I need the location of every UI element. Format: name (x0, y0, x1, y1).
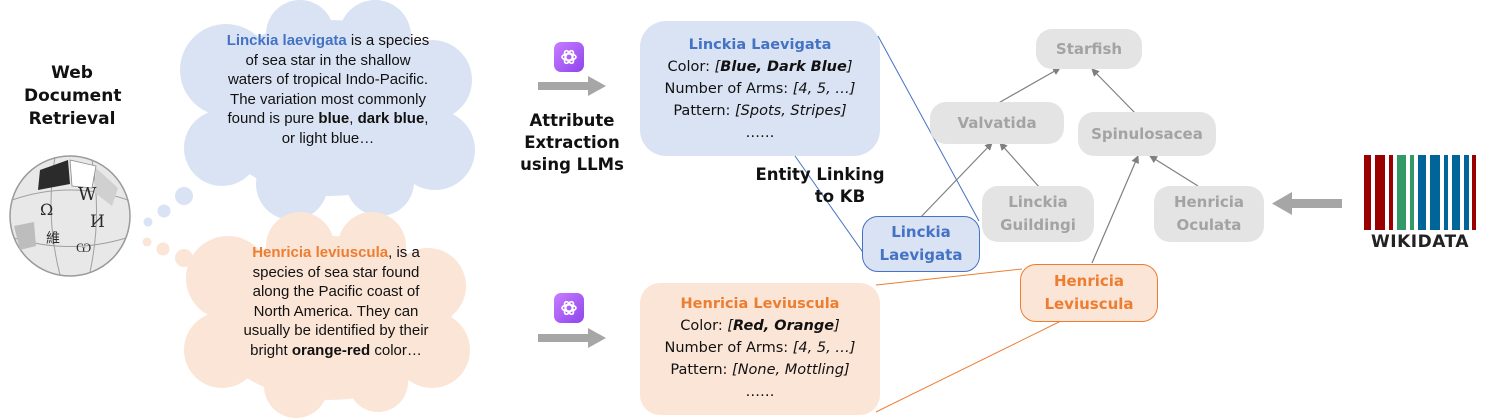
wikipedia-globe (9, 155, 131, 277)
card-blue-bg (640, 21, 880, 156)
web-document-retrieval-label: Web Document Retrieval (24, 63, 122, 129)
wiki-glyph-i: И (90, 212, 105, 232)
cloud-orange (142, 212, 470, 418)
wiki-glyph-cjk: 維 (46, 231, 60, 247)
wikidata-barcode (1364, 155, 1476, 230)
wiki-glyph-w: W (78, 184, 97, 205)
extraction-arrow-top (538, 76, 606, 96)
card-orange-title: Henricia Leviuscula (680, 296, 840, 312)
cloud-orange-text: Henricia leviuscula, is a species of sea… (243, 244, 429, 359)
card-orange-bg (640, 283, 880, 415)
link-lines-blue (794, 35, 980, 269)
llm-icon-bottom (554, 293, 584, 323)
openai-knot-icon (561, 49, 577, 65)
wikidata-arrow (1272, 192, 1342, 215)
attribute-card-blue: Linckia Laevigata Color: [Blue, Dark Blu… (640, 34, 880, 144)
cloud-blue-text: Linckia laevigata is a species of sea st… (226, 32, 430, 147)
llm-icon-top (554, 42, 584, 72)
cloud-blue-entity: Linckia laevigata (226, 32, 347, 49)
card-blue-more: …… (745, 125, 775, 141)
wikidata-wordmark: WIKIDATA (1371, 232, 1469, 252)
attribute-extraction-label: Attribute Extraction using LLMs (520, 111, 624, 174)
kb-edges (917, 67, 1199, 264)
card-orange-more: …… (745, 384, 775, 400)
card-blue-pattern: Pattern: [Spots, Stripes] (673, 103, 847, 119)
wikipedia-logo: W Ω И 維 Ѡ (10, 156, 130, 276)
card-blue-arms: Number of Arms: [4, 5, …] (664, 81, 856, 97)
kb-node-spinulosacea: Spinulosacea (1078, 112, 1216, 156)
card-orange-arms: Number of Arms: [4, 5, …] (664, 340, 856, 356)
card-orange-pattern: Pattern: [None, Mottling] (670, 362, 850, 378)
card-orange-color: Color: [Red, Orange] (680, 318, 840, 334)
kb-node-starfish: Starfish (1036, 29, 1142, 69)
card-blue-color: Color: [Blue, Dark Blue] (667, 59, 853, 75)
kb-node-valvatida: Valvatida (930, 102, 1064, 144)
card-blue-title: Linckia Laevigata (688, 37, 832, 53)
entity-linking-label: Entity Linking to KB (755, 165, 885, 206)
extraction-arrow-bottom (538, 328, 606, 348)
cloud-orange-entity: Henricia leviuscula (252, 244, 389, 261)
link-lines-orange (875, 268, 1064, 413)
openai-knot-icon (561, 300, 577, 316)
wiki-glyph-omega: Ω (40, 200, 54, 219)
wiki-glyph-omega2: Ѡ (76, 241, 92, 256)
cloud-blue (143, 0, 475, 227)
attribute-card-orange: Henricia Leviuscula Color: [Red, Orange]… (640, 293, 880, 403)
